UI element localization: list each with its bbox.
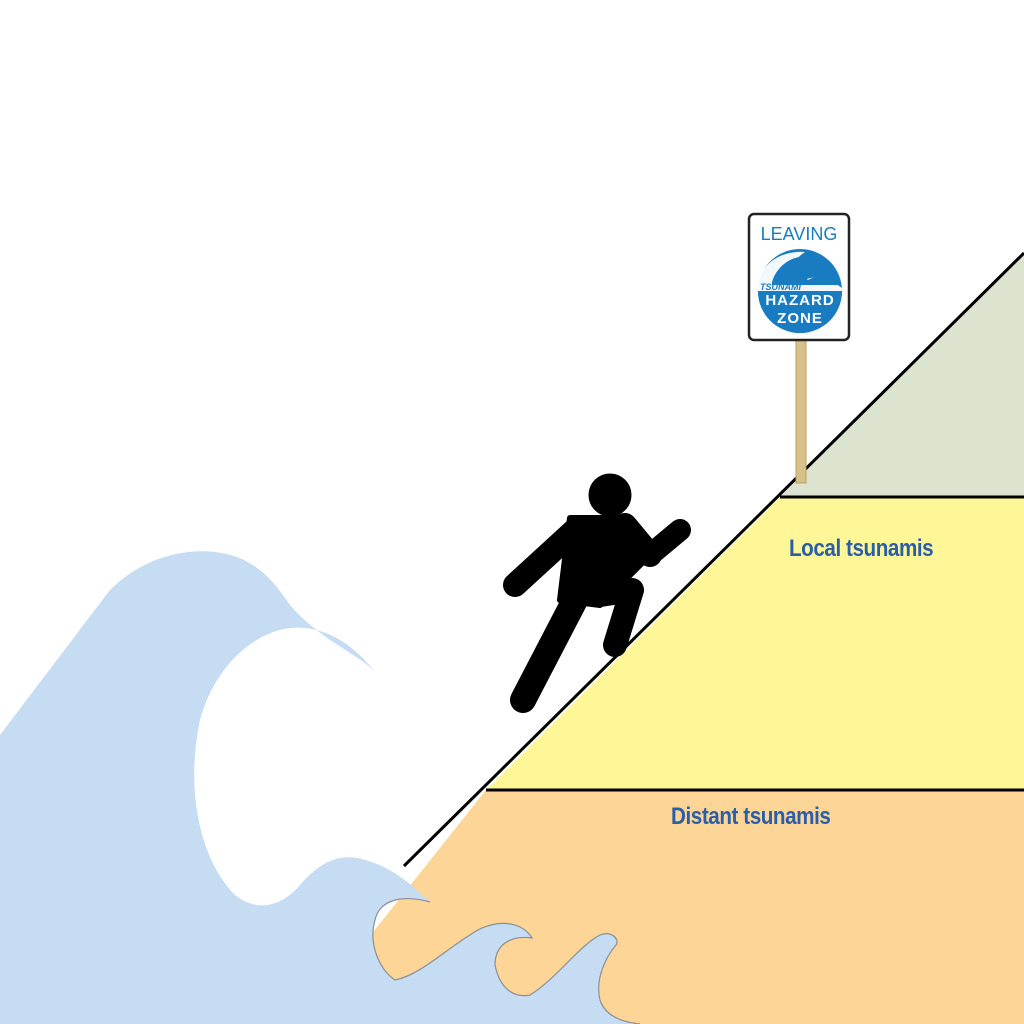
sign-zone-text: ZONE: [777, 310, 823, 327]
sign-post-icon: [795, 339, 807, 484]
hazard-zone-sign: [747, 212, 851, 342]
sign-leaving-text: LEAVING: [760, 224, 838, 244]
distant-tsunamis-label: Distant tsunamis: [671, 803, 831, 830]
tsunami-wave-icon: [0, 551, 641, 1024]
local-tsunamis-label: Local tsunamis: [789, 535, 934, 562]
local-tsunami-zone: [486, 497, 1024, 790]
sign-hazard-text: HAZARD: [765, 292, 835, 309]
sign-tsunami-text: TSUNAMI: [760, 282, 801, 292]
running-person-icon: [503, 473, 691, 713]
slope-line: [402, 251, 1024, 868]
